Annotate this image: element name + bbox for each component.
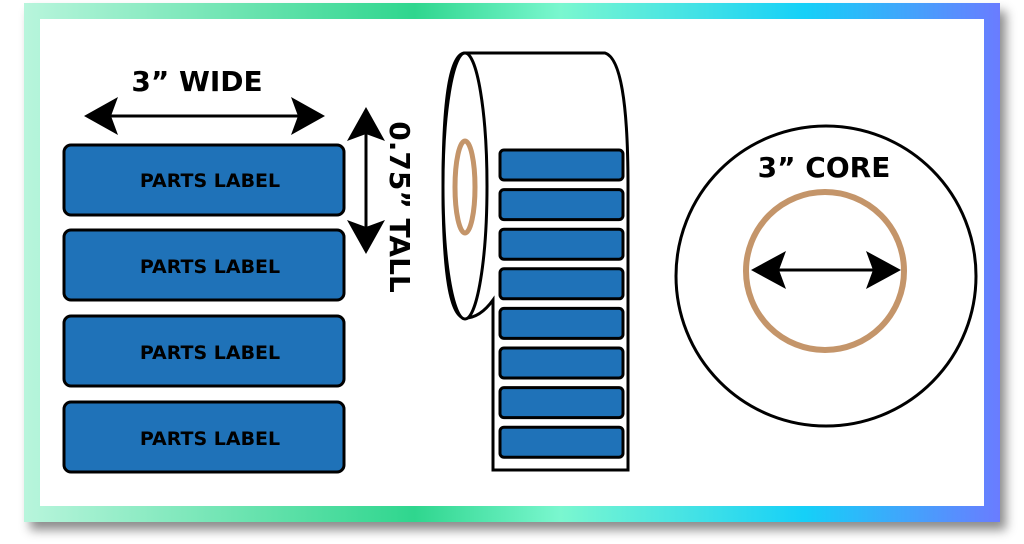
parts-label-text: PARTS LABEL <box>140 342 280 364</box>
roll-core-icon <box>452 138 478 236</box>
roll-label <box>498 148 625 182</box>
parts-label-text: PARTS LABEL <box>140 170 280 192</box>
roll-label <box>498 188 625 222</box>
label-sheet: PARTS LABEL PARTS LABEL PARTS LABEL PART… <box>62 143 346 474</box>
arrowhead-right-icon <box>866 251 901 289</box>
arrowhead-left-icon <box>751 251 786 289</box>
roll-label <box>498 346 625 380</box>
roll-label <box>498 227 625 261</box>
label-roll-illustration <box>441 51 630 472</box>
roll-label <box>498 425 625 459</box>
roll-outer-circle <box>674 124 978 428</box>
parts-label <box>62 400 346 474</box>
core-diagram: 3” CORE <box>674 124 978 428</box>
roll-label <box>498 267 625 301</box>
parts-label <box>62 314 346 388</box>
core-dimension-text: 3” CORE <box>758 151 891 184</box>
roll-label <box>498 306 625 340</box>
parts-label-text: PARTS LABEL <box>140 256 280 278</box>
core-circle-icon <box>743 189 907 353</box>
parts-label <box>62 228 346 302</box>
arrowhead-down-icon <box>347 220 385 254</box>
parts-label <box>62 143 346 217</box>
width-dimension-text: 3” WIDE <box>131 65 262 98</box>
arrowhead-left-icon <box>84 97 118 135</box>
roll-face <box>441 51 489 321</box>
height-dimension-text: 0.75” TALL <box>383 121 416 293</box>
parts-label-text: PARTS LABEL <box>140 428 280 450</box>
roll-label <box>498 386 625 420</box>
arrowhead-up-icon <box>347 107 385 141</box>
arrowhead-right-icon <box>291 97 325 135</box>
